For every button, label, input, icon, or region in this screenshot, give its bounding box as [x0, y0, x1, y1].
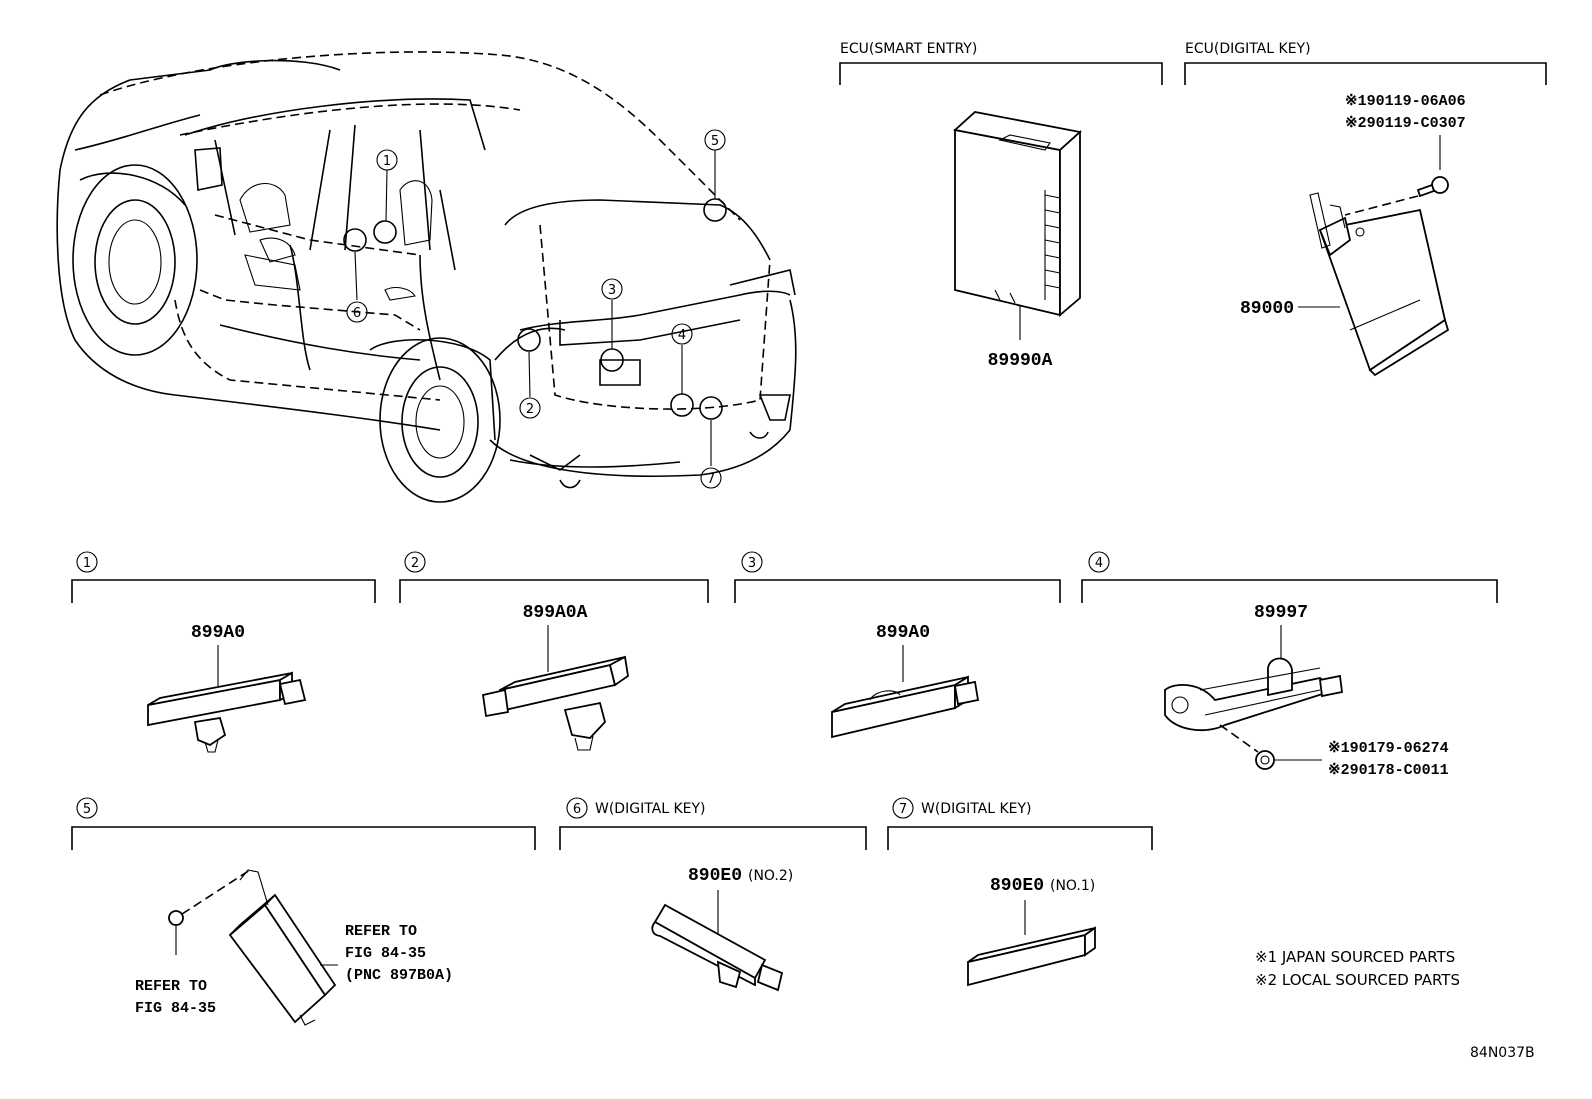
section-6: 6 W(DIGITAL KEY) 890E0 (NO.2) — [559, 797, 867, 992]
part-sub-label: (NO.1) — [1050, 878, 1095, 894]
part-number-899A0-3: 899A0 — [876, 623, 930, 643]
callout-6: 6 — [346, 301, 368, 323]
svg-text:4: 4 — [1095, 556, 1103, 571]
section-5: 5 REFER TO FIG 84-35 (PNC 897B0A) REFER … — [71, 797, 536, 1026]
note-local-sourced: ※2 LOCAL SOURCED PARTS — [1255, 971, 1460, 989]
callout-7: 7 — [700, 467, 722, 489]
callout-3: 3 — [601, 278, 623, 300]
section-4: 4 89997 ※190179-06274 ※290178-C0011 — [1081, 551, 1498, 779]
antenna-unit — [651, 903, 784, 992]
svg-text:7: 7 — [899, 802, 907, 817]
fastener-code-1: ※190119-06A06 — [1345, 93, 1466, 110]
callout-5: 5 — [704, 129, 726, 151]
legend-notes: ※1 JAPAN SOURCED PARTS ※2 LOCAL SOURCED … — [1255, 948, 1535, 1061]
reference-a-line3: (PNC 897B0A) — [345, 967, 453, 984]
ecu-smart-entry-unit — [953, 111, 1082, 317]
section-2: 2 899A0A — [399, 551, 709, 751]
part-number-89990A: 89990A — [988, 351, 1053, 371]
antenna-unit — [147, 671, 307, 753]
ecu-digital-key-unit — [1309, 192, 1450, 377]
svg-text:3: 3 — [748, 556, 756, 571]
antenna-bracket-unit — [1164, 657, 1343, 732]
part-sub-label: (NO.2) — [748, 868, 793, 884]
section-3: 3 899A0 — [734, 551, 1061, 739]
reference-b-line2: FIG 84-35 — [135, 1000, 216, 1017]
svg-text:1: 1 — [383, 154, 391, 169]
module-unit — [228, 869, 337, 1026]
svg-text:6: 6 — [353, 306, 361, 321]
part-number-890E0-no2: 890E0 — [688, 866, 742, 886]
svg-text:5: 5 — [83, 802, 91, 817]
bolt-icon — [168, 910, 184, 955]
svg-text:5: 5 — [711, 134, 719, 149]
clip-icon — [1255, 750, 1275, 770]
fastener-code-2: ※290178-C0011 — [1328, 762, 1449, 779]
svg-text:2: 2 — [411, 556, 419, 571]
part-number-899A0A: 899A0A — [523, 603, 588, 623]
antenna-unit — [831, 675, 980, 739]
section-title: ECU(SMART ENTRY) — [840, 41, 977, 57]
reference-a-line1: REFER TO — [345, 923, 417, 940]
figure-id: 84N037B — [1470, 1045, 1535, 1061]
section-7: 7 W(DIGITAL KEY) 890E0 (NO.1) — [887, 797, 1153, 987]
reference-a-line2: FIG 84-35 — [345, 945, 426, 962]
section-title: ECU(DIGITAL KEY) — [1185, 41, 1311, 57]
callout-4: 4 — [671, 323, 693, 345]
svg-text:3: 3 — [608, 283, 616, 298]
fastener-code-1: ※190179-06274 — [1328, 740, 1449, 757]
part-number-890E0-no1: 890E0 — [990, 876, 1044, 896]
callout-1: 1 — [376, 149, 398, 171]
vehicle-illustration — [56, 51, 797, 503]
reference-b-line1: REFER TO — [135, 978, 207, 995]
fastener-code-2: ※290119-C0307 — [1345, 115, 1466, 132]
section-title: W(DIGITAL KEY) — [921, 801, 1032, 817]
svg-text:6: 6 — [573, 802, 581, 817]
antenna-unit — [967, 926, 1096, 987]
part-number-89000: 89000 — [1240, 299, 1294, 319]
svg-text:7: 7 — [707, 472, 715, 487]
part-number-899A0: 899A0 — [191, 623, 245, 643]
part-number-89997: 89997 — [1254, 603, 1308, 623]
svg-text:4: 4 — [678, 328, 686, 343]
callout-2: 2 — [519, 397, 541, 419]
location-markers — [343, 150, 727, 466]
note-japan-sourced: ※1 JAPAN SOURCED PARTS — [1255, 948, 1455, 966]
svg-text:2: 2 — [526, 402, 534, 417]
section-title: W(DIGITAL KEY) — [595, 801, 706, 817]
antenna-unit — [481, 655, 629, 751]
vehicle-callouts: 1 6 5 2 3 4 7 — [346, 129, 726, 489]
bolt-icon — [1416, 176, 1449, 198]
section-ecu-smart-entry: ECU(SMART ENTRY) 89990A — [839, 41, 1163, 371]
section-1: 1 899A0 — [71, 551, 376, 753]
svg-text:1: 1 — [83, 556, 91, 571]
section-ecu-digital-key: ECU(DIGITAL KEY) ※190119-06A06 ※290119-C… — [1184, 41, 1547, 377]
